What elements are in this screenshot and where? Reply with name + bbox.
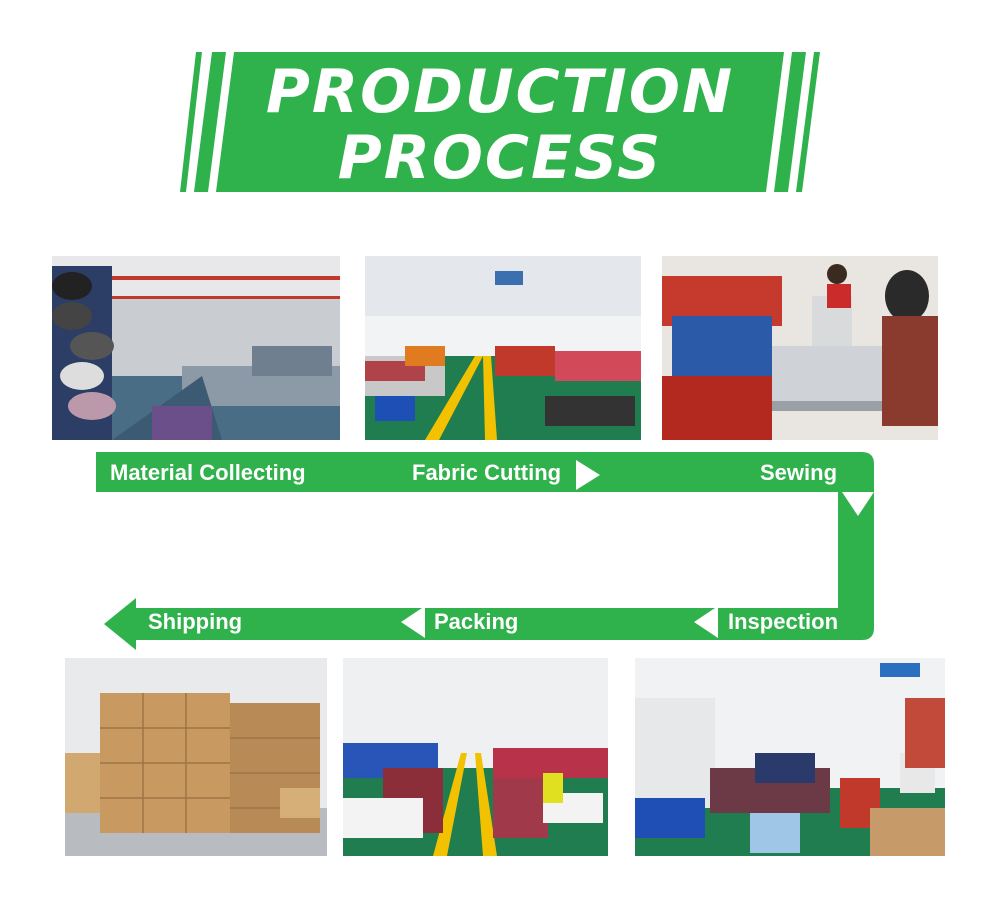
photo-material-collecting (52, 256, 340, 440)
step-label-material-collecting: Material Collecting (110, 460, 306, 485)
process-flow (96, 452, 874, 650)
arrow-down-icon (842, 492, 874, 516)
photo-shipping (65, 658, 327, 856)
step-label-inspection: Inspection (728, 609, 839, 634)
title-line-1: PRODUCTION (265, 57, 735, 127)
arrow-left-icon (694, 606, 718, 638)
title-banner (180, 52, 820, 192)
banner-stripe-right-outer (796, 52, 820, 192)
step-label-packing: Packing (434, 609, 519, 634)
step-label-shipping: Shipping (148, 609, 243, 634)
photo-sewing (662, 256, 938, 440)
step-label-fabric-cutting: Fabric Cutting (412, 460, 562, 485)
photo-packing (343, 658, 608, 856)
step-label-sewing: Sewing (760, 460, 838, 485)
banner-stripe-left-inner (194, 52, 226, 192)
flow-track (96, 452, 874, 650)
title-line-2: PROCESS (337, 123, 663, 193)
arrow-right-icon (576, 460, 600, 490)
arrow-left-icon (401, 606, 425, 638)
banner-stripe-left-outer (180, 52, 202, 192)
banner-main-shape (216, 52, 784, 192)
banner-stripe-right-inner (774, 52, 806, 192)
photo-fabric-cutting (365, 256, 641, 440)
photo-inspection (635, 658, 945, 856)
